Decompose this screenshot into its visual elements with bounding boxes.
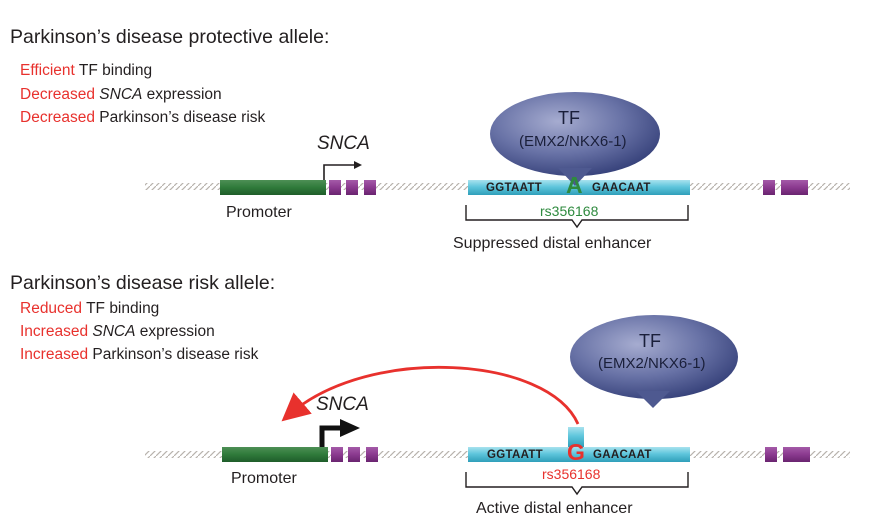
risk-effect-expression: Increased SNCA expression [20,323,215,341]
promoter-bar [222,447,328,462]
risk-effect-risk: Increased Parkinson’s disease risk [20,346,258,364]
protective-panel-graphics [145,92,850,229]
effect-text: expression [135,323,215,340]
tss-arrow-icon [323,161,362,180]
exon-box [366,447,378,462]
exon-box [329,180,341,195]
gene-label: SNCA [317,133,370,154]
effect-emphasis: Increased [20,346,89,363]
exon-box [331,447,343,462]
tf-label: TF [639,331,661,351]
effect-emphasis: Decreased [20,109,95,126]
exon-box [781,180,808,195]
allele-base: A [566,172,583,198]
sequence-right: GAACAAT [593,449,652,461]
effect-text: Parkinson’s disease risk [94,109,266,126]
snp-bump [568,427,584,447]
enhancer-bar [468,447,690,462]
effect-text: expression [142,86,222,103]
effect-emphasis: Decreased [20,86,95,103]
enhancer-bracket [465,205,689,229]
protective-effect-binding: Efficient TF binding [20,62,152,80]
effect-text: Parkinson’s disease risk [88,346,259,363]
tf-factor-names: (EMX2/NKX6-1) [519,133,627,150]
activation-loop-arrow [281,365,580,425]
snp-id: rs356168 [540,203,599,219]
sequence-left: GGTAATT [487,449,543,461]
protective-heading: Parkinson’s disease protective allele: [10,26,330,48]
risk-heading: Parkinson’s disease risk allele: [10,272,276,294]
promoter-bar [220,180,326,195]
gene-name: SNCA [99,86,143,103]
effect-text: TF binding [74,62,153,79]
tf-factor-names: (EMX2/NKX6-1) [598,355,706,372]
tf-bound-icon [490,92,660,186]
enhancer-label: Active distal enhancer [476,500,633,517]
protective-effect-risk: Decreased Parkinson’s disease risk [20,109,265,127]
sequence-left: GGTAATT [486,182,542,194]
gene-name: SNCA [92,323,136,340]
exon-box [765,447,777,462]
protective-effect-expression: Decreased SNCA expression [20,86,222,104]
exon-box [783,447,810,462]
sequence-right: GAACAAT [592,182,651,194]
tf-unbound-icon [570,315,738,408]
exon-box [348,447,360,462]
effect-emphasis: Efficient [20,62,75,79]
effect-text: TF binding [82,300,160,317]
allele-base: G [567,439,585,465]
gene-label: SNCA [316,394,369,415]
risk-panel-graphics [145,315,850,496]
exon-box [763,180,775,195]
effect-emphasis: Reduced [20,300,83,317]
promoter-label: Promoter [231,470,297,487]
tss-arrow-bold-icon [319,419,360,447]
effect-emphasis: Increased [20,323,89,340]
exon-box [346,180,358,195]
enhancer-bar [468,180,690,195]
promoter-label: Promoter [226,204,292,221]
snp-id: rs356168 [542,466,601,482]
enhancer-bracket [465,472,689,496]
enhancer-label: Suppressed distal enhancer [453,235,652,252]
tf-label: TF [558,108,580,128]
exon-box [364,180,376,195]
risk-effect-binding: Reduced TF binding [20,300,159,318]
